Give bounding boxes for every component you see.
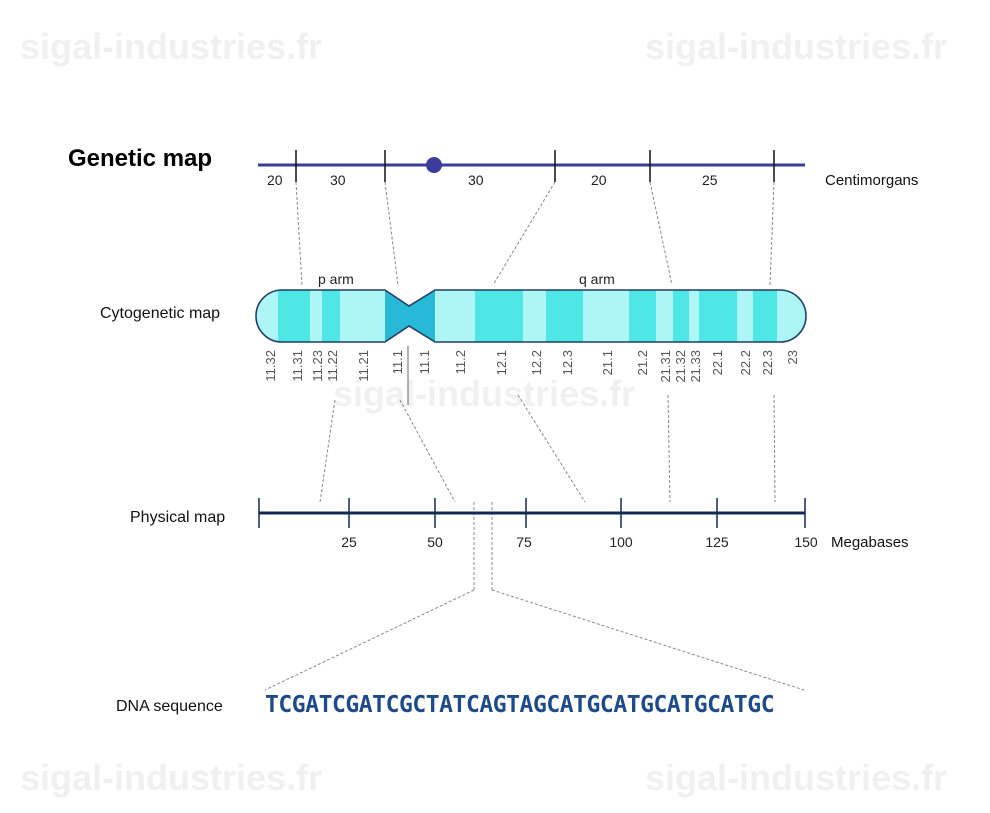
genetic-to-cyto-connectors [295, 181, 775, 286]
megabase-tick-label: 50 [427, 534, 443, 550]
watermark-top-left: sigal-industries.fr [20, 26, 323, 67]
connector-line [667, 394, 671, 503]
physical-map-axis [258, 498, 806, 528]
band-label: 11.23 [310, 350, 325, 382]
band-label: 11.22 [325, 350, 340, 382]
q-arm-label: q arm [579, 271, 615, 287]
megabase-tick-label: 25 [341, 534, 357, 550]
zoom-connectors [264, 502, 805, 691]
band-label: 11.31 [290, 350, 305, 382]
band-dark [673, 290, 689, 342]
band-dark [546, 290, 583, 342]
centimorgan-value: 30 [330, 172, 346, 188]
band-label: 22.1 [710, 350, 725, 375]
band-label: 21.32 [673, 350, 688, 383]
band-label: 22.3 [760, 350, 775, 375]
megabase-tick-label: 75 [516, 534, 532, 550]
band-label: 21.1 [600, 350, 615, 375]
centimorgan-value: 30 [468, 172, 484, 188]
band-dark [629, 290, 656, 342]
megabase-tick-label: 150 [794, 534, 818, 550]
megabase-tick-label: 100 [609, 534, 633, 550]
band-dark [322, 290, 340, 342]
chromosome-bands [256, 290, 806, 342]
band-label: 21.2 [635, 350, 650, 375]
connector-line [769, 181, 775, 286]
centimorgans-unit: Centimorgans [825, 172, 919, 189]
connector-line [517, 394, 586, 503]
band-label: 11.32 [263, 350, 278, 382]
connector-line [399, 399, 456, 503]
centimorgan-value: 20 [267, 172, 283, 188]
chromosome-outline [255, 289, 807, 343]
connector-line [295, 181, 303, 286]
connector-line [384, 181, 399, 286]
band-label: 12.1 [494, 350, 509, 375]
connector-line [773, 394, 776, 503]
band-label: 11.2 [453, 350, 468, 374]
band-labels: 11.32 11.31 11.23 11.22 11.21 11.1 11.1 … [263, 350, 800, 383]
band-label: 21.31 [658, 350, 673, 383]
p-arm-label: p arm [318, 271, 354, 287]
watermark-bottom-left: sigal-industries.fr [20, 757, 323, 798]
connector-line [492, 181, 556, 286]
megabases-unit: Megabases [831, 534, 909, 551]
band-label: 11.1 [390, 350, 405, 374]
band-label: 23 [785, 350, 800, 364]
band-label: 12.3 [560, 350, 575, 375]
dna-sequence-text: TCGATCGATCGCTATCAGTAGCATGCATGCATGCATGC [265, 692, 775, 718]
band-label: 22.2 [738, 350, 753, 375]
band-dark [278, 290, 310, 342]
band-dark [753, 290, 777, 342]
physical-map-label: Physical map [130, 509, 226, 526]
watermark-bottom-right: sigal-industries.fr [645, 757, 948, 798]
centimorgan-value: 20 [591, 172, 607, 188]
connector-line [649, 181, 673, 286]
watermark-center: sigal-industries.fr [333, 373, 636, 414]
cyto-to-physical-connectors [319, 394, 776, 503]
band-dark [699, 290, 737, 342]
band-dark [475, 290, 523, 342]
zoom-left-fan [264, 589, 475, 691]
megabase-tick-label: 125 [705, 534, 729, 550]
zoom-right-fan [491, 589, 805, 691]
band-label: 21.33 [688, 350, 703, 383]
genetic-map-title: Genetic map [68, 145, 213, 172]
band-label: 12.2 [529, 350, 544, 375]
band-label: 11.1 [417, 350, 432, 374]
dna-sequence-label: DNA sequence [116, 698, 223, 715]
centromere-marker [426, 157, 442, 173]
genetic-map-axis [258, 150, 805, 182]
band-label: 11.21 [356, 350, 371, 382]
cytogenetic-map-label: Cytogenetic map [100, 305, 221, 322]
watermark-top-right: sigal-industries.fr [645, 26, 948, 67]
centimorgan-value: 25 [702, 172, 718, 188]
connector-line [319, 399, 336, 503]
